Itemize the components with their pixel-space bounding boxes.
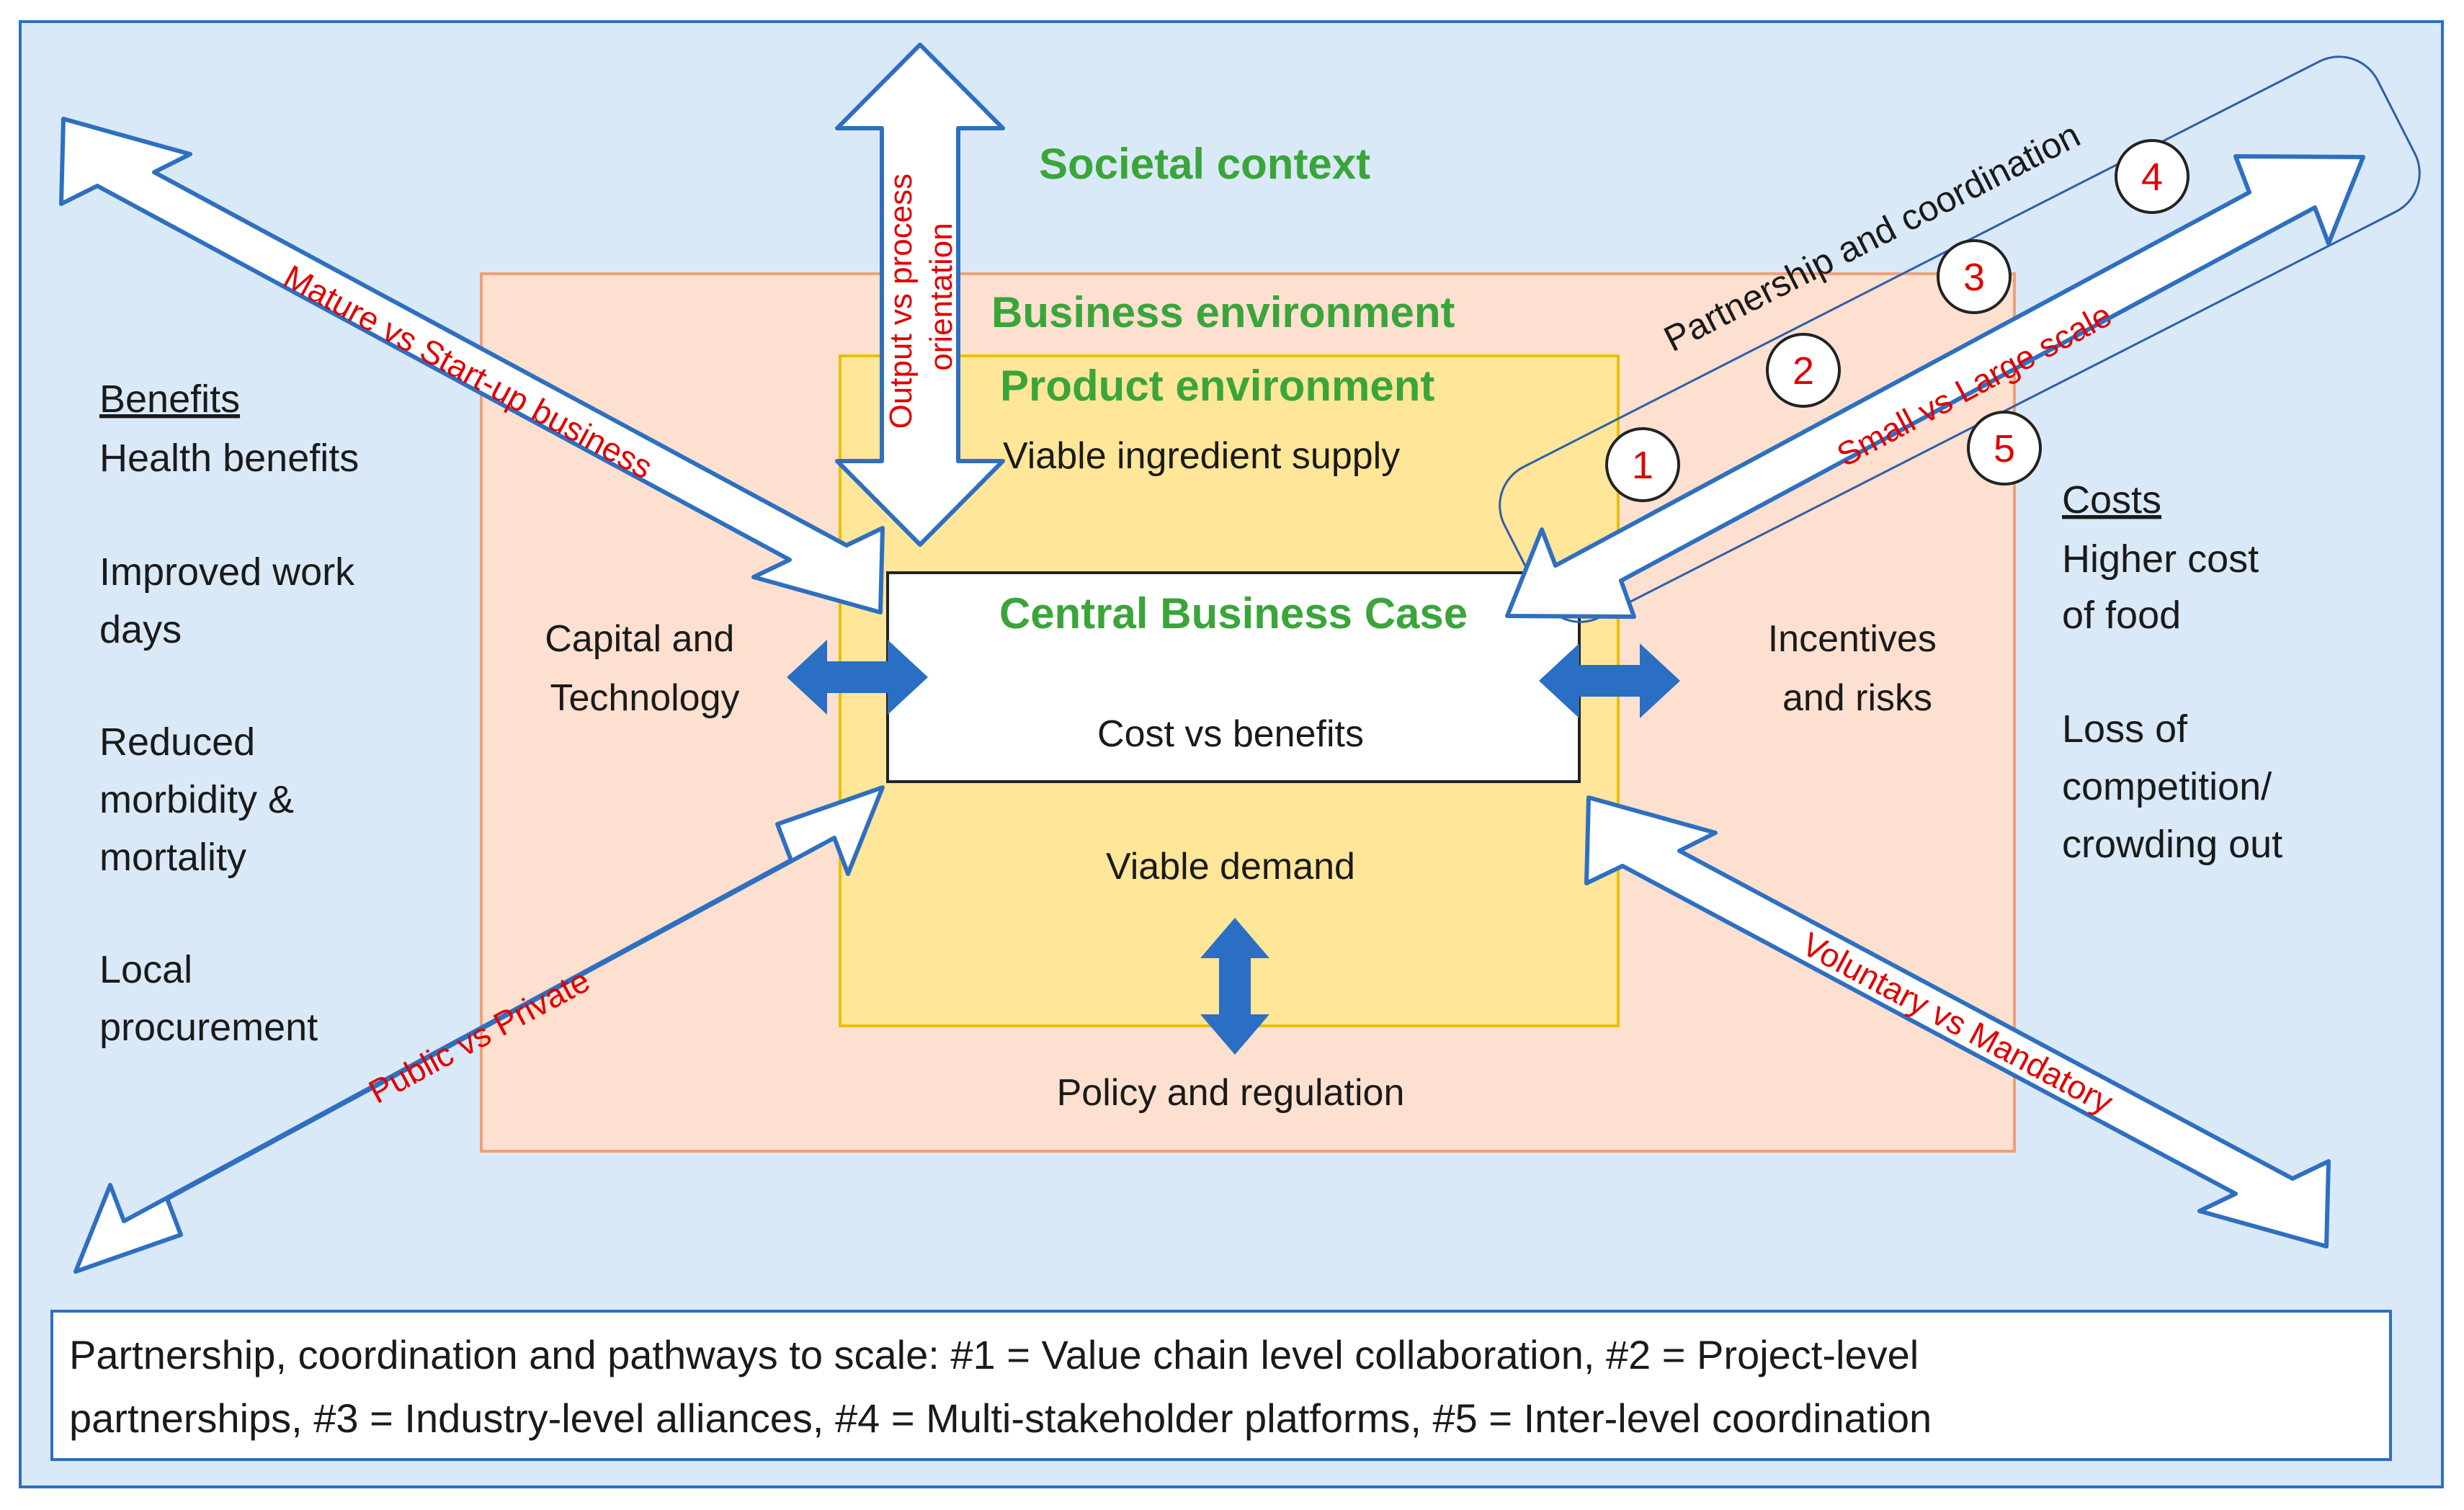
central-business-case-label: Central Business Case: [999, 589, 1468, 638]
svg-text:2: 2: [1793, 349, 1814, 393]
viable-demand-label: Viable demand: [1106, 846, 1355, 888]
output-vs-process-label: Output vs process orientation: [883, 165, 959, 429]
business-environment-label: Business environment: [991, 288, 1455, 336]
benefits-list: Benefits Health benefits Improved work d…: [99, 378, 365, 1049]
costs-list: Costs Higher cost of food Loss of compet…: [2062, 478, 2282, 866]
svg-text:1: 1: [1632, 444, 1653, 487]
marker-5: 5: [1967, 411, 2042, 486]
benefit-item: Health benefits: [99, 437, 359, 480]
viable-supply-label: Viable ingredient supply: [1003, 435, 1400, 477]
public-vs-private-arrow-shape: [73, 785, 885, 1274]
policy-regulation-label: Policy and regulation: [1057, 1072, 1405, 1114]
cost-item: Higher cost of food: [2062, 537, 2269, 637]
central-business-case-box: [886, 571, 1581, 783]
capital-technology-arrow: [787, 640, 928, 715]
societal-context-label: Societal context: [1039, 140, 1370, 188]
small-vs-large-arrow-shape: [1505, 154, 2365, 619]
product-environment-label: Product environment: [1000, 362, 1434, 410]
benefit-item: Reduced morbidity & mortality: [99, 720, 305, 879]
cost-vs-benefits-label: Cost vs benefits: [1097, 713, 1364, 755]
svg-text:4: 4: [2141, 156, 2163, 199]
footer-caption: Partnership, coordination and pathways t…: [69, 1332, 1932, 1441]
voluntary-vs-mandatory-arrow-shape: [1584, 795, 2331, 1248]
svg-text:5: 5: [1994, 427, 2015, 470]
top-vertical-arrow: [835, 43, 1005, 547]
svg-text:3: 3: [1963, 256, 1985, 299]
output-vs-process-arrow-shape: [835, 43, 1005, 547]
incentives-risks-arrow: [1539, 643, 1680, 718]
capital-technology-label: Capital and Technology: [545, 618, 745, 719]
benefit-item: Local procurement: [99, 948, 318, 1049]
cost-item: Loss of competition/ crowding out: [2062, 707, 2282, 866]
footer-caption-box: [50, 1310, 2392, 1461]
costs-heading: Costs: [2062, 478, 2161, 522]
incentives-risks-label: Incentives and risks: [1768, 618, 1947, 719]
marker-3: 3: [1937, 239, 2012, 314]
marker-2: 2: [1766, 333, 1841, 408]
marker-1: 1: [1605, 427, 1680, 502]
policy-regulation-arrow: [1200, 918, 1269, 1055]
marker-4: 4: [2115, 139, 2190, 214]
benefit-item: Improved work days: [99, 550, 365, 651]
benefits-heading: Benefits: [99, 378, 240, 421]
mature-vs-startup-arrow-shape: [59, 117, 885, 615]
